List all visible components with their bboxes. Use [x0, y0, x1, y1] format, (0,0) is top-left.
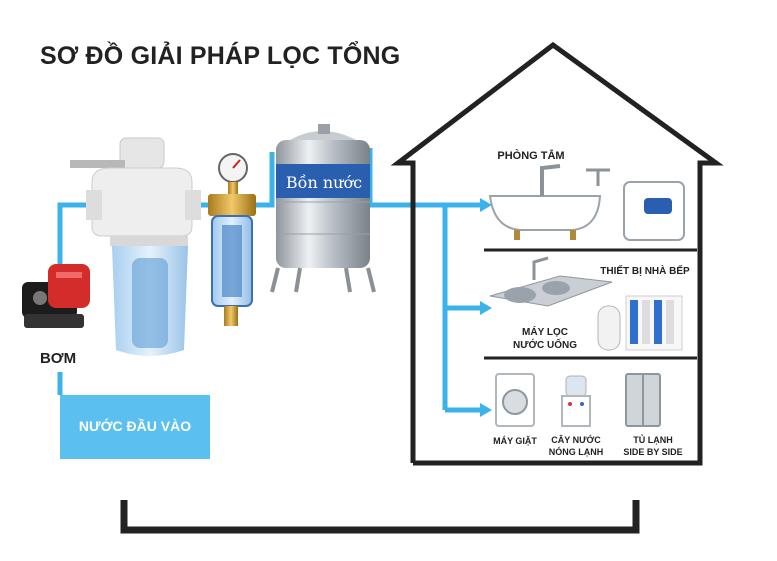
- fridge-label: TỦ LẠNH SIDE BY SIDE: [612, 434, 694, 458]
- dispenser-label-line1: CÂY NƯỚC: [551, 435, 601, 445]
- dispenser-label: CÂY NƯỚC NÓNG LẠNH: [540, 434, 612, 458]
- inlet-label: NƯỚC ĐẦU VÀO: [78, 418, 192, 434]
- fridge-label-line1: TỦ LẠNH: [633, 435, 673, 445]
- pipe-arrows: [480, 198, 492, 417]
- fridge-label-line2: SIDE BY SIDE: [623, 447, 683, 457]
- kitchen-sink-illustration: [489, 256, 613, 307]
- prefilter-illustration: [208, 153, 256, 326]
- washer-label: MÁY GIẶT: [493, 436, 537, 446]
- dispenser-label-line2: NÓNG LẠNH: [548, 447, 604, 457]
- pump-label: BƠM: [39, 350, 77, 367]
- water-tank-illustration: [270, 124, 376, 293]
- water-heater-illustration: [623, 181, 685, 241]
- water-tank-label: Bồn nước: [285, 173, 363, 192]
- kitchen-label: THIẾT BỊ NHÀ BẾP: [600, 266, 690, 277]
- bottom-bracket: [120, 500, 640, 534]
- bathroom-label: PHÒNG TẮM: [497, 150, 565, 162]
- side-by-side-fridge-illustration: [625, 373, 661, 427]
- pump-illustration: [22, 264, 90, 328]
- purifier-label: MÁY LỌC NƯỚC UỐNG: [500, 326, 590, 352]
- purifier-label-line2: NƯỚC UỐNG: [512, 340, 578, 351]
- house-outline: [390, 41, 724, 466]
- washing-machine-illustration: [495, 373, 535, 427]
- bathtub-illustration: [488, 164, 610, 240]
- page-title: SƠ ĐỒ GIẢI PHÁP LỌC TỔNG: [40, 42, 401, 70]
- water-dispenser-illustration: [561, 375, 591, 427]
- purifier-label-line1: MÁY LỌC: [522, 327, 568, 338]
- main-filter-illustration: [70, 137, 201, 356]
- inlet-box: [60, 395, 210, 459]
- ro-purifier-illustration: [597, 295, 683, 351]
